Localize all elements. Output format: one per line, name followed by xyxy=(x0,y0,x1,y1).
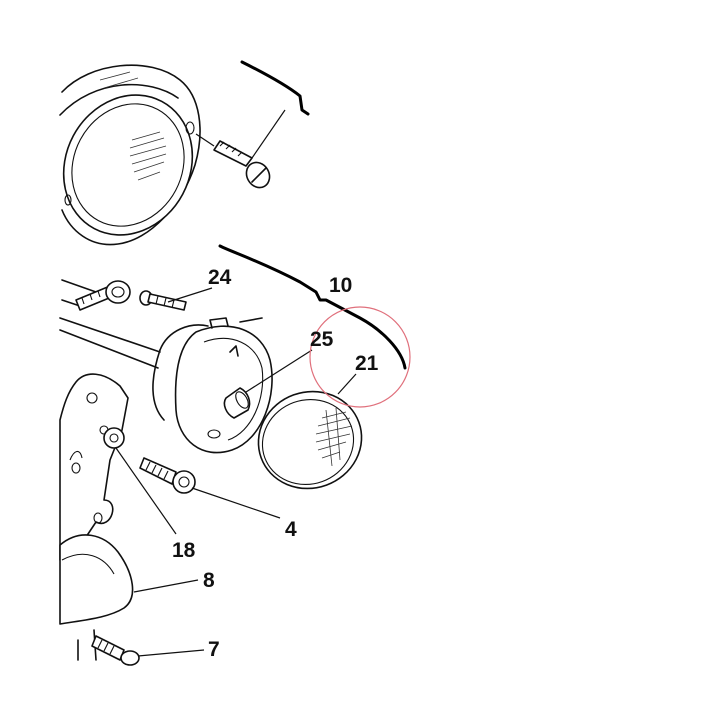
upper-lamp-assembly xyxy=(59,64,286,246)
leader-4 xyxy=(191,487,281,519)
highlight-circle xyxy=(309,306,411,408)
upper-lens-hatch xyxy=(99,71,167,181)
callout-24: 24 xyxy=(208,266,232,289)
screw-7 xyxy=(77,629,140,666)
group-bracket-10 xyxy=(218,244,407,370)
callout-4: 4 xyxy=(285,518,297,541)
callout-7: 7 xyxy=(208,638,220,661)
bulb-25 xyxy=(223,387,251,419)
leader-24 xyxy=(167,287,213,303)
lens-21 xyxy=(257,390,363,490)
leader-25 xyxy=(245,349,313,393)
lens-21-hatch xyxy=(315,407,353,467)
lower-housing-8 xyxy=(59,534,134,625)
screw-4 xyxy=(139,457,196,494)
callout-8: 8 xyxy=(203,569,215,592)
mounting-plate xyxy=(59,373,129,561)
left-bolt xyxy=(75,280,131,311)
mounting-stem xyxy=(59,279,161,369)
leader-7 xyxy=(137,649,205,657)
callout-10: 10 xyxy=(329,274,352,297)
lamp-housing xyxy=(152,317,273,454)
callout-25: 25 xyxy=(310,328,334,351)
callout-18: 18 xyxy=(172,539,196,562)
leader-18 xyxy=(115,447,177,535)
leader-21 xyxy=(337,373,357,395)
washer-18 xyxy=(103,427,125,449)
callout-21: 21 xyxy=(355,352,379,375)
upper-group-bracket xyxy=(240,60,310,116)
leader-8 xyxy=(133,579,199,593)
upper-screw xyxy=(213,140,271,189)
screw-24 xyxy=(139,290,187,311)
